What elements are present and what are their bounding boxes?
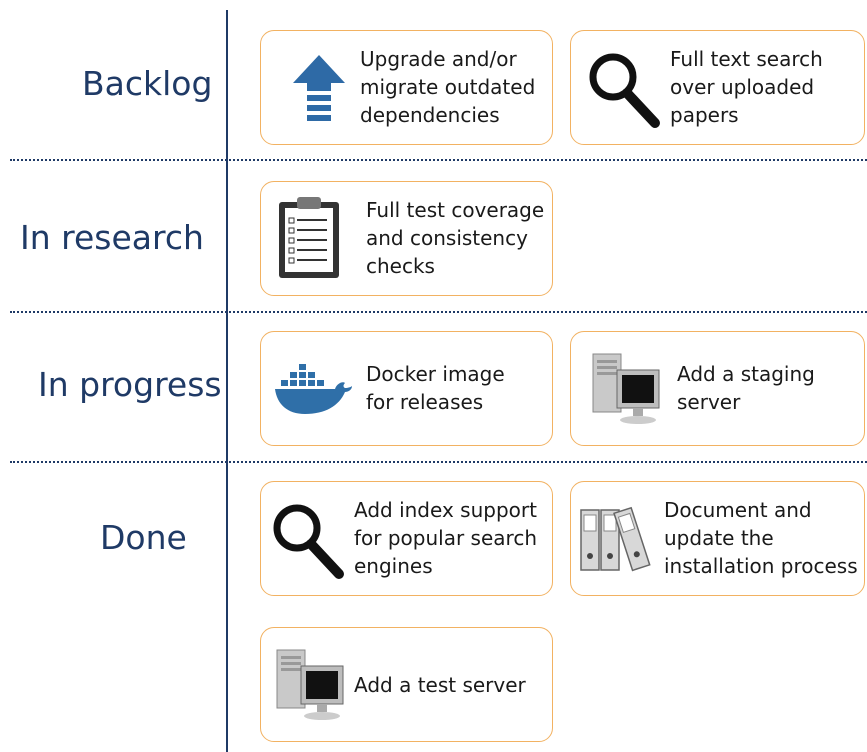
card-index-support[interactable]: Add index support for popular search eng…	[260, 481, 553, 596]
card-text: Add a test server	[354, 673, 526, 697]
card-text: Add index support for popular search eng…	[354, 498, 537, 578]
binders-icon	[579, 504, 651, 578]
card-text: Docker image for releases	[366, 362, 505, 414]
stage-label-backlog: Backlog	[82, 64, 213, 103]
clipboard-checklist-icon	[277, 196, 341, 284]
card-test-coverage[interactable]: Full test coverage and consistency check…	[260, 181, 553, 296]
stage-label-in-research: In research	[20, 218, 204, 257]
docker-whale-icon	[273, 362, 353, 420]
card-text: Upgrade and/or migrate outdated dependen…	[360, 47, 536, 127]
stage-divider-vertical	[226, 10, 228, 752]
card-full-text-search[interactable]: Full text search over uploaded papers	[570, 30, 865, 145]
stage-label-in-progress: In progress	[38, 365, 222, 404]
card-staging-server[interactable]: Add a staging server	[570, 331, 865, 446]
card-docker-image[interactable]: Docker image for releases	[260, 331, 553, 446]
card-document-installation[interactable]: Document and update the installation pro…	[570, 481, 865, 596]
card-text: Document and update the installation pro…	[664, 498, 858, 578]
card-upgrade-dependencies[interactable]: Upgrade and/or migrate outdated dependen…	[260, 30, 553, 145]
stage-separator-1	[10, 159, 867, 161]
server-computer-icon	[589, 348, 663, 432]
card-test-server[interactable]: Add a test server	[260, 627, 553, 742]
card-text: Add a staging server	[677, 362, 815, 414]
card-text: Full text search over uploaded papers	[670, 47, 823, 127]
stage-label-done: Done	[100, 518, 187, 557]
magnifier-icon	[271, 502, 345, 584]
card-text: Full test coverage and consistency check…	[366, 198, 545, 278]
up-arrow-icon	[291, 53, 347, 129]
magnifier-icon	[587, 51, 661, 133]
stage-separator-3	[10, 461, 867, 463]
server-computer-icon	[273, 644, 347, 728]
stage-separator-2	[10, 311, 867, 313]
